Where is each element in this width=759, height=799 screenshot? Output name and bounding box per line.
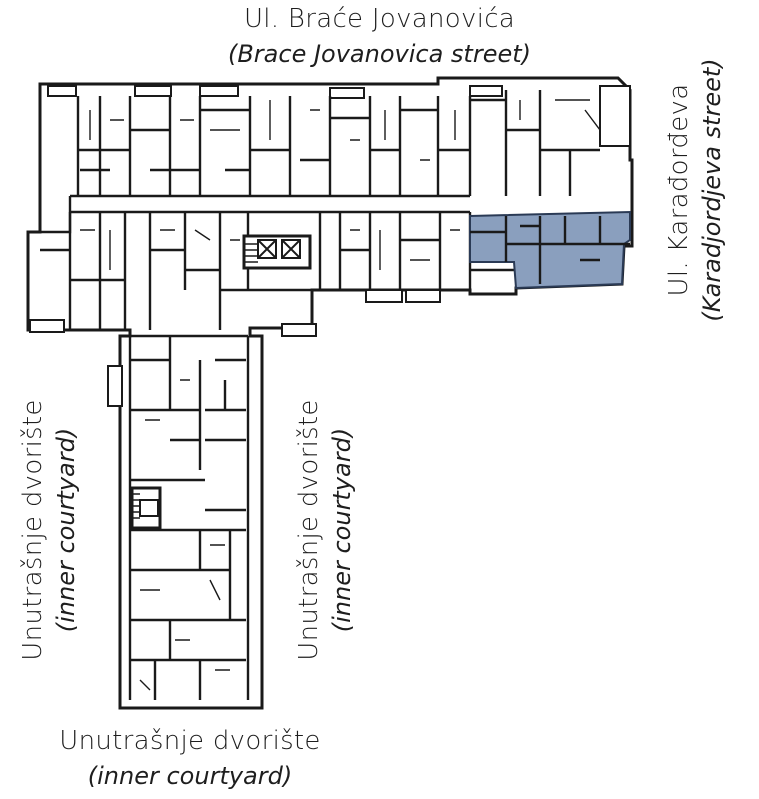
wing-stair [130,486,162,530]
room-walls-north [76,90,600,196]
facade-cap [329,87,365,99]
facade-cap [199,85,239,97]
room-walls-wing [130,336,246,700]
facade-cap [281,323,317,337]
courtyard-label-bottom: Unutrašnje dvorište (inner courtyard) [0,728,380,788]
highlighted-apartment [469,210,631,290]
label-main: Unutrašnje dvorište [59,726,321,756]
facade-cap [469,85,503,97]
fixtures-south [80,229,460,270]
room-walls-south [40,212,516,330]
label-sub: (Brace Jovanovica street) [227,40,532,68]
facade-cap [29,319,65,333]
facade-cap [47,85,77,97]
stair-core [242,234,312,270]
fixtures-wing [139,379,230,691]
fixtures-north [89,99,601,161]
facade-cap [107,365,123,407]
facade-cap [599,85,631,147]
facade-cap [365,289,403,303]
label-main: Ul. Braće Jovanovića [243,4,516,34]
facade-cap [134,85,172,97]
street-label-brace-jovanovica: Ul. Braće Jovanovića (Brace Jovanovica s… [0,6,759,66]
facade-cap [405,289,441,303]
corridor-wing [122,334,250,700]
label-sub: (inner courtyard) [87,762,293,790]
apartment-partitions [470,216,630,284]
